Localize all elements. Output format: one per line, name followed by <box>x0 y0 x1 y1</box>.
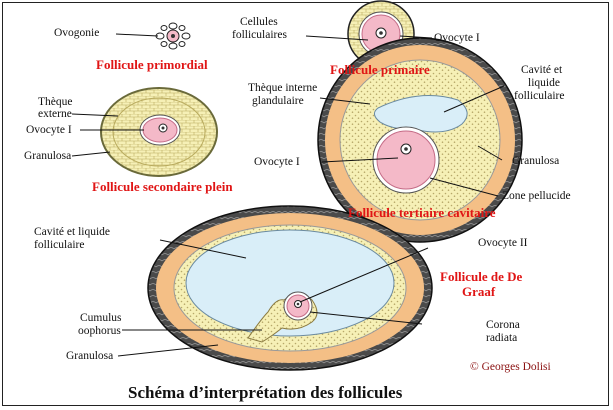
label-theque-externe-2: externe <box>38 108 72 121</box>
label-theque-interne-1: Thèque interne <box>248 82 317 95</box>
stage-follicule-primordial: Follicule primordial <box>96 57 208 73</box>
label-zone-pellucide: Zone pellucide <box>502 190 571 203</box>
label-ovocyte-i-tertiaire: Ovocyte I <box>254 156 300 169</box>
label-granulosa-secondaire: Granulosa <box>24 150 71 163</box>
diagram-title: Schéma d’interprétation des follicules <box>128 383 402 403</box>
label-ovogonie: Ovogonie <box>54 27 99 40</box>
follicule-de-graaf-drawing <box>148 206 432 370</box>
label-cavite-tertiaire-1: Cavité et <box>521 64 562 77</box>
label-cavite-tertiaire-3: folliculaire <box>514 90 564 103</box>
label-ovocyte-ii: Ovocyte II <box>478 237 528 250</box>
label-cumulus-1: Cumulus <box>80 312 122 325</box>
label-corona-2: radiata <box>486 332 517 345</box>
stage-follicule-de-graaf-2: Graaf <box>462 284 495 300</box>
label-granulosa-tertiaire: Granulosa <box>512 155 559 168</box>
follicule-secondaire-drawing <box>101 88 217 176</box>
label-corona-1: Corona <box>486 319 520 332</box>
label-granulosa-graaf: Granulosa <box>66 350 113 363</box>
label-cavite-graaf-2: folliculaire <box>34 239 84 252</box>
copyright: © Georges Dolisi <box>470 361 551 373</box>
label-cellules-folliculaires-2: folliculaires <box>232 29 287 42</box>
stage-follicule-secondaire-plein: Follicule secondaire plein <box>92 179 233 195</box>
label-ovocyte-i-primaire: Ovocyte I <box>434 32 480 45</box>
stage-follicule-tertiaire-cavitaire: Follicule tertiaire cavitaire <box>348 205 496 221</box>
label-cellules-folliculaires-1: Cellules <box>240 16 278 29</box>
ovogonie-cell <box>156 23 190 49</box>
label-cavite-tertiaire-2: liquide <box>528 77 560 90</box>
label-cumulus-2: oophorus <box>78 325 121 338</box>
label-ovocyte-i-secondaire: Ovocyte I <box>26 124 72 137</box>
stage-follicule-primaire: Follicule primaire <box>330 62 430 78</box>
label-cavite-graaf-1: Cavité et liquide <box>34 226 110 239</box>
label-theque-interne-2: glandulaire <box>252 95 304 108</box>
stage-follicule-de-graaf-1: Follicule de De <box>440 269 522 285</box>
